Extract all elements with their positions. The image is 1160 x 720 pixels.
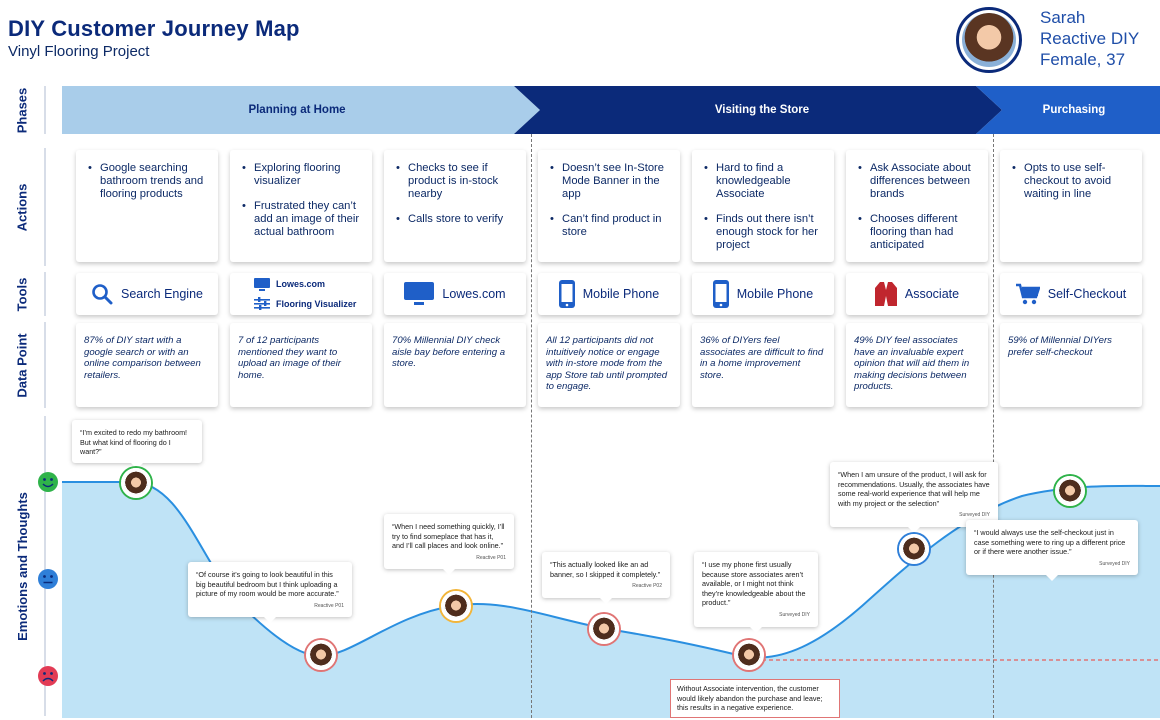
persona-info: Sarah Reactive DIY Female, 37 <box>1040 7 1139 70</box>
data-point-card: 70% Millennial DIY check aisle bay befor… <box>384 323 526 407</box>
page-subtitle: Vinyl Flooring Project <box>8 43 150 60</box>
row-label-phases: Phases <box>0 86 46 134</box>
search-icon <box>92 284 113 305</box>
tool-card-lowes: Lowes.com <box>384 273 526 315</box>
monitor-icon <box>254 278 270 291</box>
abandonment-note: Without Associate intervention, the cust… <box>670 679 840 718</box>
phase-purchasing-shape <box>976 86 1160 134</box>
action-card: Opts to use self-checkout to avoid waiti… <box>1000 150 1142 262</box>
row-label-data-point: Data Point <box>0 322 46 408</box>
vest-icon <box>874 282 897 306</box>
phase-purchasing-label: Purchasing <box>1042 104 1106 116</box>
divider-phase-2 <box>993 134 994 718</box>
avatar <box>589 614 619 644</box>
phase-planning-label: Planning at Home <box>248 104 346 116</box>
phase-banner <box>62 86 1160 134</box>
persona-name: Sarah <box>1040 8 1086 27</box>
tool-card-mobile-phone: Mobile Phone <box>692 273 834 315</box>
avatar <box>1055 476 1085 506</box>
action-card: Ask Associate about differences between … <box>846 150 988 262</box>
data-point-card: 36% of DIYers feel associates are diffic… <box>692 323 834 407</box>
phase-planning-shape <box>62 86 540 134</box>
quote-bubble: “When I need something quickly, I’ll try… <box>384 514 514 576</box>
divider-phase-1 <box>531 134 532 718</box>
monitor-icon <box>404 282 435 305</box>
tool-card-search-engine: Search Engine <box>76 273 218 315</box>
row-label-tools: Tools <box>0 272 46 316</box>
action-card: Doesn’t see In-Store Mode Banner in the … <box>538 150 680 262</box>
phase-visiting-shape <box>514 86 1002 134</box>
avatar <box>899 534 929 564</box>
persona-demographic: Female, 37 <box>1040 50 1126 69</box>
action-card: Google searching bathroom trends and flo… <box>76 150 218 262</box>
row-label-emotions: Emotions and Thoughts <box>0 416 46 716</box>
action-card: Exploring flooring visualizerFrustrated … <box>230 150 372 262</box>
avatar <box>306 640 336 670</box>
data-point-card: 49% DIY feel associates have an invaluab… <box>846 323 988 407</box>
quote-bubble: “I’m excited to redo my bathroom! But wh… <box>72 420 202 469</box>
action-card: Checks to see if product is in-stock nea… <box>384 150 526 262</box>
avatar <box>441 591 471 621</box>
persona-type: Reactive DIY <box>1040 29 1140 48</box>
happy-face-icon <box>38 472 58 492</box>
persona-avatar <box>956 7 1022 73</box>
data-point-card: 87% of DIY start with a google search or… <box>76 323 218 407</box>
phone-icon <box>712 280 729 308</box>
tool-card-lowes-visualizer: Lowes.com Flooring Visualizer <box>230 273 372 315</box>
phone-icon <box>558 280 575 308</box>
row-label-actions: Actions <box>0 148 46 266</box>
avatar <box>121 468 151 498</box>
quote-bubble: “When I am unsure of the product, I will… <box>830 462 998 533</box>
quote-bubble: “This actually looked like an ad banner,… <box>542 552 670 604</box>
phase-visiting-label: Visiting the Store <box>714 104 810 116</box>
tool-card-self-checkout: Self-Checkout <box>1000 273 1142 315</box>
data-point-card: 7 of 12 participants mentioned they want… <box>230 323 372 407</box>
data-point-card: 59% of Millennial DIYers prefer self-che… <box>1000 323 1142 407</box>
avatar <box>734 640 764 670</box>
neutral-face-icon <box>38 569 58 589</box>
tool-card-mobile-phone: Mobile Phone <box>538 273 680 315</box>
sliders-icon <box>254 297 270 310</box>
cart-icon <box>1015 283 1040 305</box>
quote-bubble: “I use my phone first usually because st… <box>694 552 818 633</box>
quote-bubble: “I would always use the self-checkout ju… <box>966 520 1138 582</box>
emotion-area <box>62 482 1160 718</box>
sad-face-icon <box>38 666 58 686</box>
data-point-card: All 12 participants did not intuitively … <box>538 323 680 407</box>
tool-card-associate: Associate <box>846 273 988 315</box>
quote-bubble: “Of course it’s going to look beautiful … <box>188 562 352 624</box>
action-card: Hard to find a knowledgeable AssociateFi… <box>692 150 834 262</box>
page-title: DIY Customer Journey Map <box>8 16 300 41</box>
